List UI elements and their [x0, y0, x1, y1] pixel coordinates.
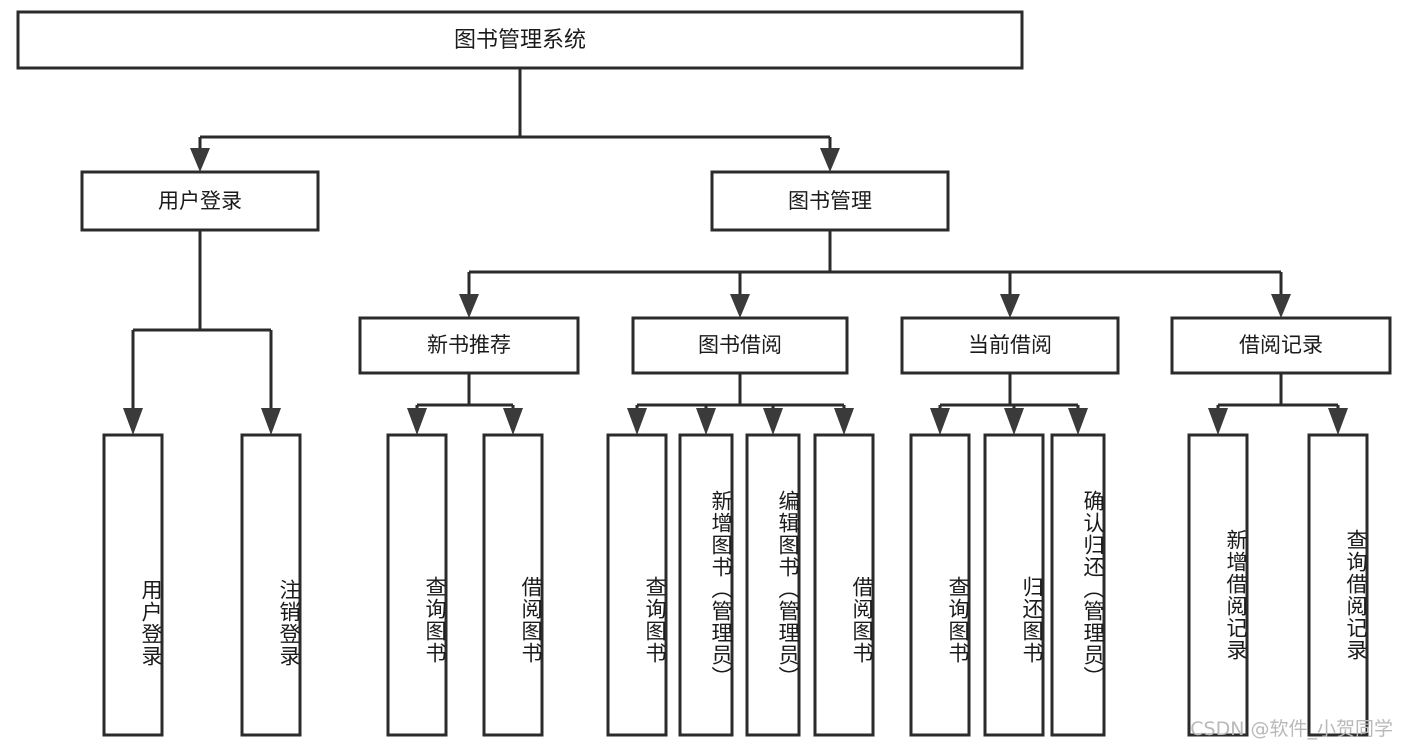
node-current-borrow-label: 当前借阅 — [968, 333, 1052, 357]
node-current-borrow[interactable] — [900, 316, 1120, 375]
arrow-head-borrow-record — [1271, 294, 1291, 318]
arrow-head-leaf-query-book-3 — [930, 408, 950, 435]
node-new-book-recommend-label: 新书推荐 — [427, 333, 511, 357]
node-book-borrow-label: 图书借阅 — [698, 333, 782, 357]
node-book-manage[interactable] — [710, 170, 950, 232]
node-user-login[interactable] — [80, 170, 320, 232]
node-leaf-borrow-book-2[interactable] — [813, 433, 875, 737]
arrow-head-user-login — [190, 148, 210, 172]
node-leaf-query-book-2[interactable] — [606, 433, 668, 737]
node-book-manage-label: 图书管理 — [788, 189, 872, 213]
node-leaf-edit-book[interactable] — [745, 433, 801, 737]
arrow-head-book-borrow — [730, 294, 750, 318]
arrow-head-leaf-query-book-1 — [407, 408, 427, 435]
node-root-book-management-system[interactable] — [16, 10, 1024, 70]
arrow-head-book-manage — [820, 148, 840, 172]
node-leaf-user-login[interactable] — [102, 433, 164, 737]
node-user-login-label: 用户登录 — [158, 189, 242, 213]
node-book-borrow[interactable] — [631, 316, 849, 375]
node-leaf-query-record[interactable] — [1307, 433, 1369, 737]
node-borrow-record[interactable] — [1170, 316, 1392, 375]
arrow-head-leaf-add-record — [1208, 408, 1228, 435]
arrow-head-current-borrow — [1000, 294, 1020, 318]
arrow-head-leaf-borrow-book-2 — [834, 408, 854, 435]
arrow-head-leaf-borrow-book-1 — [503, 408, 523, 435]
arrow-head-leaf-user-logout — [261, 408, 281, 435]
connector-layer — [123, 68, 1348, 435]
node-leaf-query-book-1[interactable] — [386, 433, 448, 737]
arrow-head-leaf-add-book — [696, 408, 716, 435]
node-leaf-user-logout[interactable] — [240, 433, 302, 737]
node-borrow-record-label: 借阅记录 — [1239, 333, 1323, 357]
arrow-head-leaf-query-book-2 — [627, 408, 647, 435]
arrow-head-new-book-recommend — [459, 294, 479, 318]
node-new-book-recommend[interactable] — [358, 316, 580, 375]
node-layer: 图书管理系统 用户登录 图书管理 新书推荐 图书借阅 当前借阅 借阅记录 — [16, 10, 1392, 737]
node-leaf-query-book-3[interactable] — [909, 433, 971, 737]
arrow-head-leaf-confirm-return — [1068, 408, 1088, 435]
node-leaf-confirm-return[interactable] — [1050, 433, 1106, 737]
node-root-label: 图书管理系统 — [454, 28, 586, 53]
arrow-head-leaf-query-record — [1328, 408, 1348, 435]
arrow-head-leaf-return-book — [1004, 408, 1024, 435]
node-leaf-add-book[interactable] — [678, 433, 734, 737]
watermark-text: CSDN @软件_小贺同学 — [1190, 718, 1393, 740]
arrow-head-leaf-edit-book — [763, 408, 783, 435]
arrow-head-leaf-user-login — [123, 408, 143, 435]
node-leaf-return-book[interactable] — [983, 433, 1045, 737]
node-leaf-borrow-book-1[interactable] — [482, 433, 544, 737]
node-leaf-add-record[interactable] — [1187, 433, 1249, 737]
